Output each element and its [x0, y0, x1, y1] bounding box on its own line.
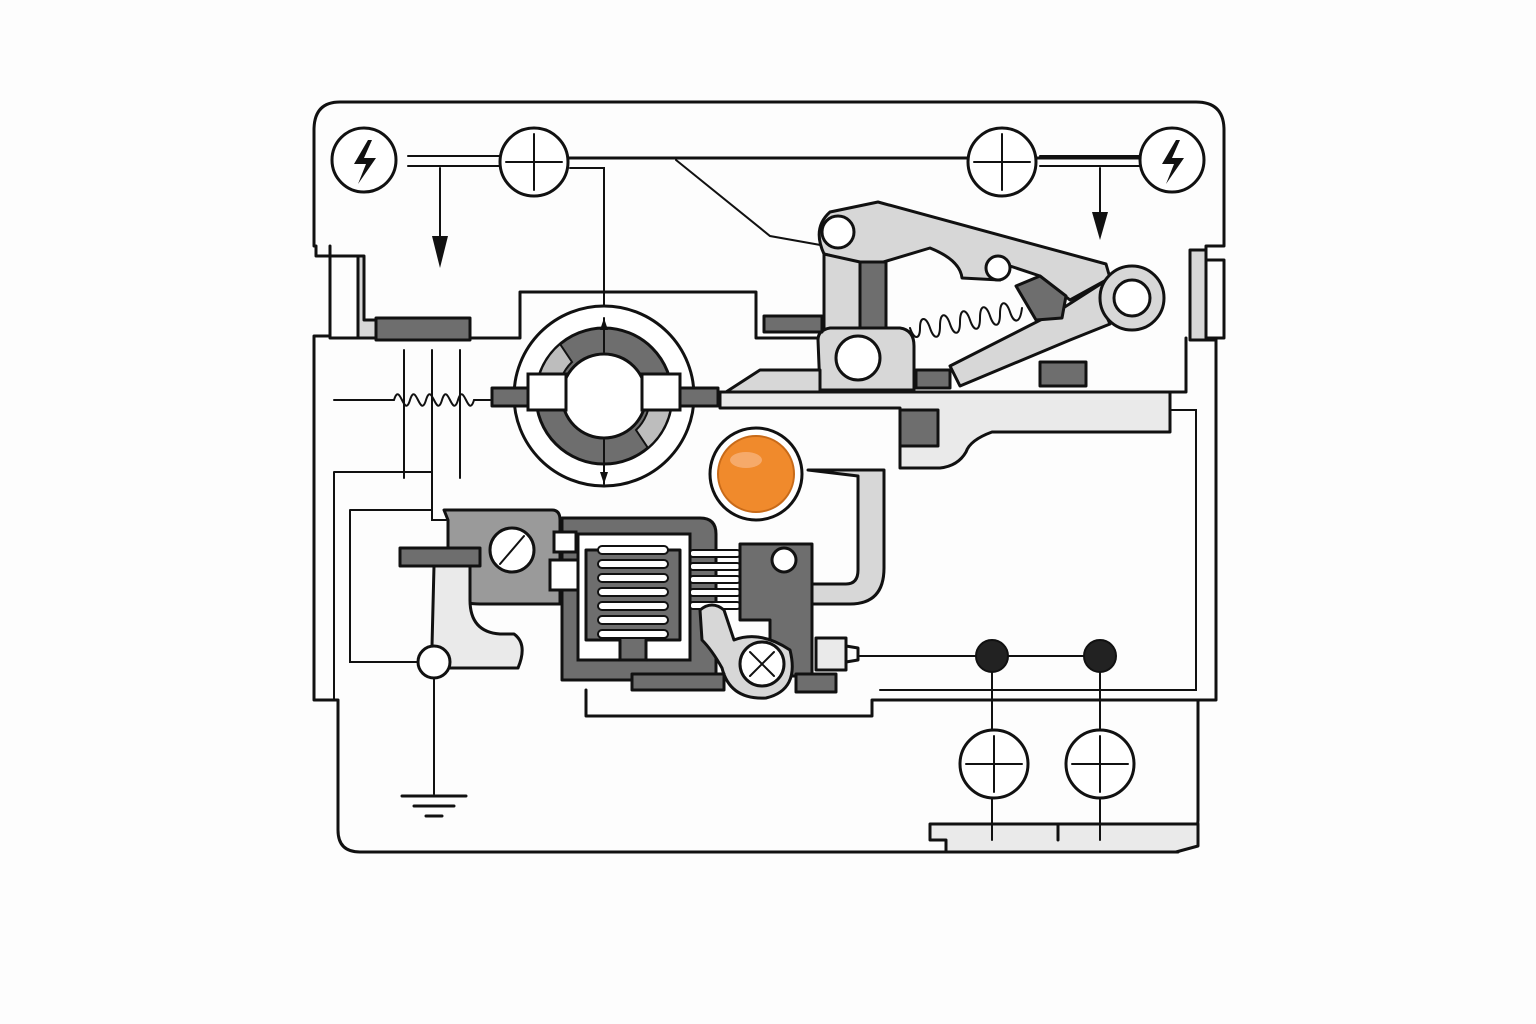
rotor-icon [490, 304, 720, 488]
resistor-block [333, 316, 491, 701]
terminal-screw-icon [1064, 728, 1136, 800]
ground-icon [400, 794, 468, 818]
trip-rail [718, 390, 1172, 606]
resistor-icon [393, 393, 491, 407]
coil-assembly [398, 508, 860, 795]
terminal-screw-icon [738, 640, 786, 688]
spring-icon [597, 545, 669, 639]
lightning-icon [1138, 126, 1206, 194]
spring-icon [909, 302, 1023, 338]
housing [312, 100, 1226, 854]
terminal-screw-icon [498, 126, 570, 198]
arrow-down-icon [432, 236, 448, 268]
output-wiring [857, 409, 1197, 841]
top-wiring [407, 155, 1141, 331]
latch-mechanism [724, 200, 1166, 394]
terminal-screw-icon [958, 728, 1030, 800]
lightning-icon [330, 126, 398, 194]
arrow-down-icon [1092, 212, 1108, 240]
terminal-screw-icon [966, 126, 1038, 198]
indicator-lamp-icon [708, 426, 804, 522]
